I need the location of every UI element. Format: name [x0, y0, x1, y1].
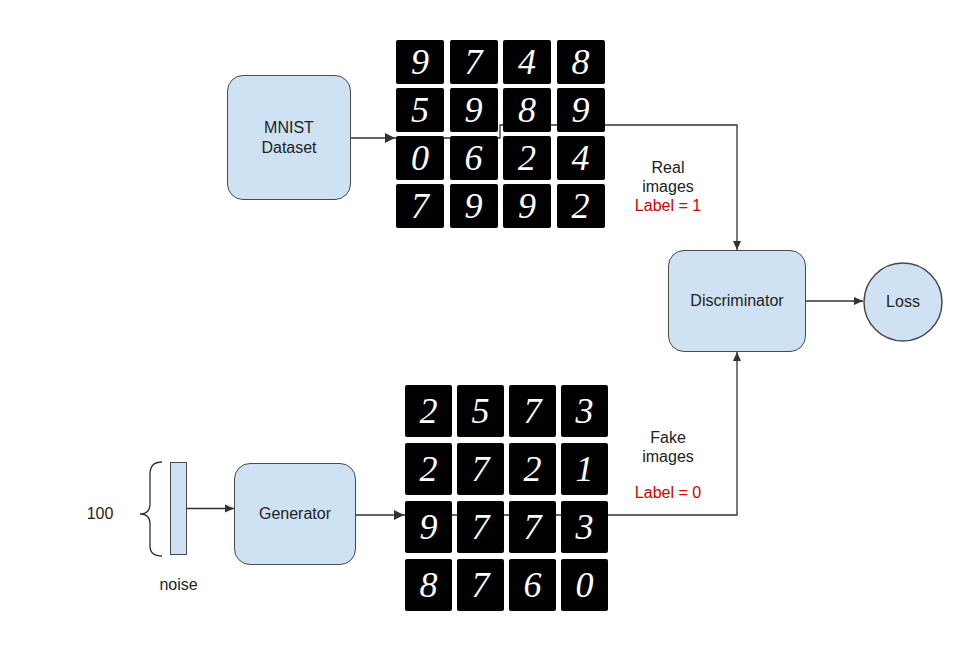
- digit-tile: 6: [509, 559, 556, 611]
- digit-tile: 7: [509, 385, 556, 437]
- digit-sample: 9: [465, 188, 483, 224]
- digit-tile: 7: [457, 501, 504, 553]
- digit-sample: 7: [472, 567, 490, 603]
- digit-sample: 2: [524, 451, 542, 487]
- digit-sample: 4: [518, 44, 536, 80]
- digit-tile: 9: [405, 501, 452, 553]
- digit-tile: 6: [450, 136, 498, 180]
- digit-tile: 8: [405, 559, 452, 611]
- dimension-label: 100: [87, 504, 114, 523]
- digit-tile: 9: [557, 88, 605, 132]
- arrow-head: [385, 133, 395, 143]
- digit-sample: 8: [420, 567, 438, 603]
- digit-tile: 1: [561, 443, 608, 495]
- node-label: MNIST Dataset: [238, 118, 340, 158]
- digit-sample: 7: [524, 393, 542, 429]
- digit-sample: 5: [472, 393, 490, 429]
- digit-tile: 2: [503, 136, 551, 180]
- digit-sample: 7: [465, 44, 483, 80]
- digit-sample: 7: [411, 188, 429, 224]
- digit-sample: 7: [472, 451, 490, 487]
- digit-sample: 2: [518, 140, 536, 176]
- vector-caption: noise: [159, 575, 197, 595]
- node-label: Generator: [259, 504, 331, 524]
- digit-tile: 4: [557, 136, 605, 180]
- digit-tile: 7: [457, 559, 504, 611]
- digit-sample: 3: [576, 393, 594, 429]
- digit-sample: 0: [576, 567, 594, 603]
- digit-tile: 7: [509, 501, 556, 553]
- digit-sample: 5: [411, 92, 429, 128]
- digit-tile: 0: [561, 559, 608, 611]
- input-arrow: [187, 508, 234, 509]
- loss-circle: Loss: [863, 262, 943, 342]
- digit-tile: 5: [457, 385, 504, 437]
- digit-sample: 4: [572, 140, 590, 176]
- digit-sample: 9: [420, 509, 438, 545]
- digit-sample: 9: [518, 188, 536, 224]
- digit-tile: 7: [457, 443, 504, 495]
- digit-tile: 9: [450, 184, 498, 228]
- digit-sample: 6: [524, 567, 542, 603]
- node-label: Loss: [886, 292, 920, 312]
- arrow-head: [394, 510, 404, 520]
- process-box: Generator: [234, 463, 356, 565]
- digit-sample: 9: [465, 92, 483, 128]
- digit-tile: 9: [396, 40, 444, 84]
- node-label: Discriminator: [690, 291, 783, 311]
- digit-sample: 6: [465, 140, 483, 176]
- digit-sample: 2: [572, 188, 590, 224]
- class-label: Label = 1: [635, 196, 701, 215]
- digit-sample: 8: [518, 92, 536, 128]
- digit-tile: 7: [396, 184, 444, 228]
- digit-tile: 2: [509, 443, 556, 495]
- digit-tile: 3: [561, 501, 608, 553]
- digit-tile: 2: [405, 443, 452, 495]
- digit-sample: 2: [420, 451, 438, 487]
- digit-sample: 3: [576, 509, 594, 545]
- digit-tile: 5: [396, 88, 444, 132]
- edge-label: Real images: [633, 158, 703, 196]
- digit-tile: 8: [503, 88, 551, 132]
- noise-vector: noise: [170, 462, 187, 555]
- process-box: Discriminator: [668, 250, 806, 352]
- digit-tile: 9: [503, 184, 551, 228]
- brace-bracket: [140, 462, 162, 556]
- loss-arrow: [806, 300, 863, 301]
- digit-tile: 4: [503, 40, 551, 84]
- digit-tile: 7: [450, 40, 498, 84]
- digit-sample: 7: [472, 509, 490, 545]
- class-label: Label = 0: [635, 483, 701, 502]
- digit-tile: 8: [557, 40, 605, 84]
- data-arrow: [351, 125, 737, 250]
- digit-tile: 0: [396, 136, 444, 180]
- digit-sample: 2: [420, 393, 438, 429]
- edge-label: Fake images: [633, 428, 703, 466]
- digit-tile: 9: [450, 88, 498, 132]
- digit-sample: 8: [572, 44, 590, 80]
- digit-sample: 1: [576, 451, 594, 487]
- digit-sample: 7: [524, 509, 542, 545]
- digit-sample: 9: [572, 92, 590, 128]
- digit-sample: 9: [411, 44, 429, 80]
- digit-tile: 2: [405, 385, 452, 437]
- data-arrow: [356, 352, 737, 515]
- dataset-box: MNIST Dataset: [227, 75, 351, 200]
- digit-tile: 3: [561, 385, 608, 437]
- digit-tile: 2: [557, 184, 605, 228]
- digit-sample: 0: [411, 140, 429, 176]
